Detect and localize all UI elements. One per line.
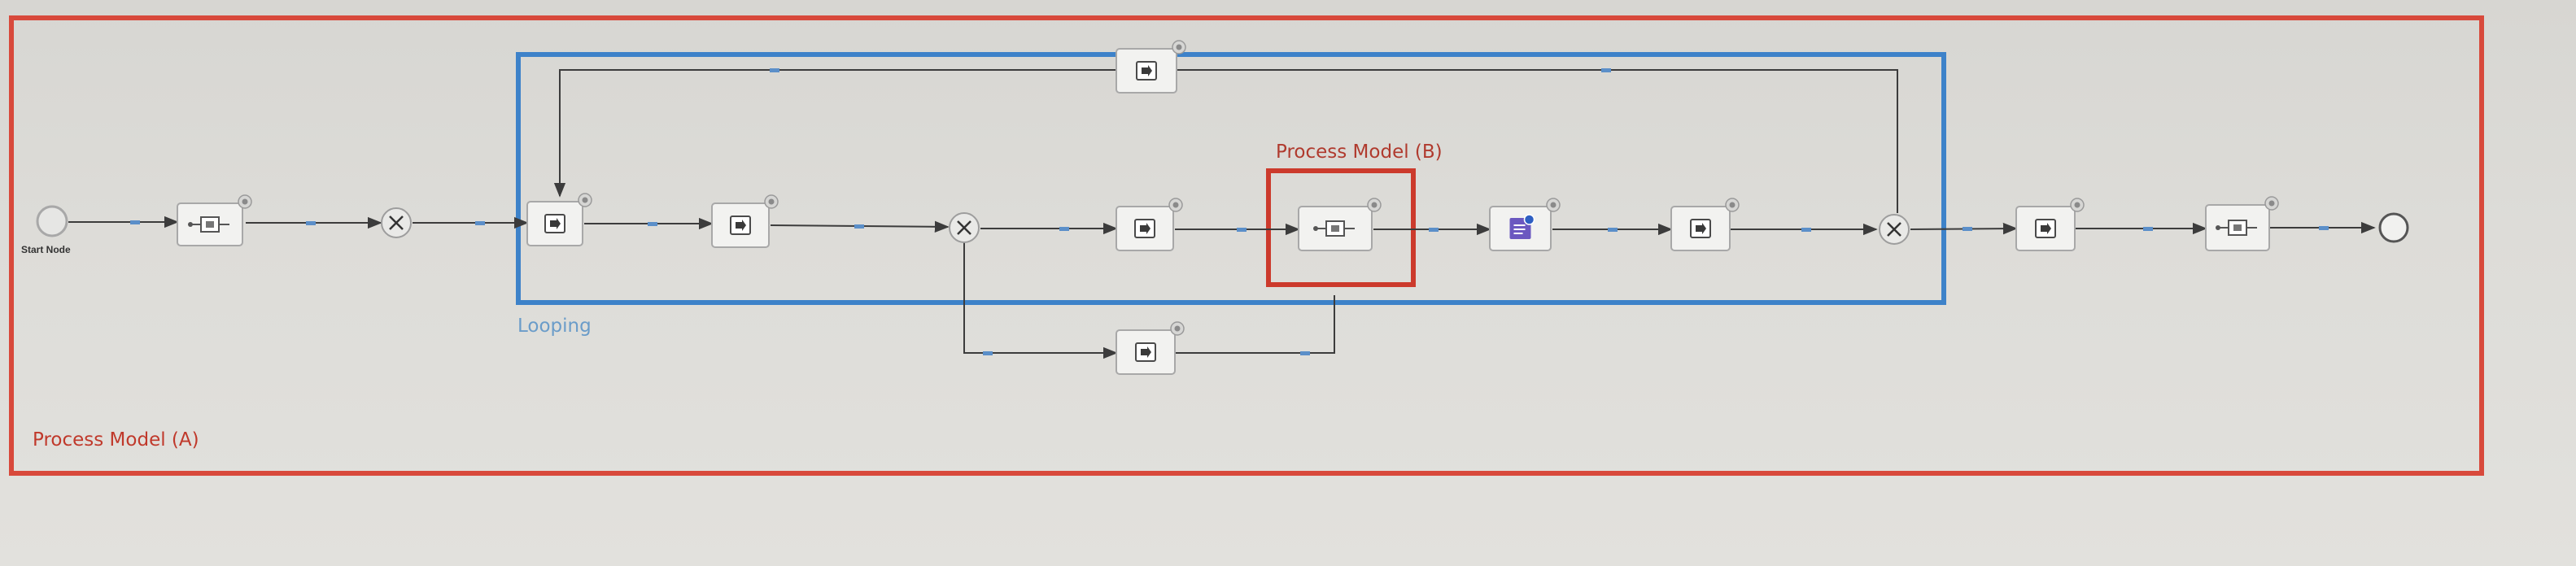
activity-nodes xyxy=(177,40,2279,375)
script-icon xyxy=(1509,214,1535,239)
task-icon xyxy=(2035,219,2056,238)
task-loop-3[interactable] xyxy=(1116,198,1183,251)
gear-icon[interactable] xyxy=(2070,198,2085,212)
task-icon xyxy=(1134,219,1155,238)
gateway-3[interactable] xyxy=(1879,214,1910,245)
start-node-label: Start Node xyxy=(21,244,71,255)
script-task[interactable] xyxy=(1489,198,1561,251)
looping-label: Looping xyxy=(517,316,592,337)
process-model-a-frame xyxy=(9,15,2484,476)
gear-icon[interactable] xyxy=(1170,321,1185,336)
task-loop-4[interactable] xyxy=(1670,198,1740,251)
gear-icon[interactable] xyxy=(238,194,252,209)
task-icon xyxy=(730,216,751,235)
x-gateway-icon xyxy=(1887,222,1901,237)
task-icon xyxy=(1135,342,1156,362)
task-loopback[interactable] xyxy=(1116,40,1186,94)
gear-icon[interactable] xyxy=(1546,198,1561,212)
gear-icon[interactable] xyxy=(2264,196,2279,211)
subprocess-2[interactable] xyxy=(2205,196,2279,251)
task-loop-2[interactable] xyxy=(711,194,779,248)
edge-markers xyxy=(130,68,2329,355)
gateway-1[interactable] xyxy=(381,207,412,238)
gateway-2[interactable] xyxy=(949,212,980,243)
gear-icon[interactable] xyxy=(1168,198,1183,212)
gear-icon[interactable] xyxy=(1172,40,1186,54)
subprocess-icon xyxy=(188,216,229,233)
gear-icon[interactable] xyxy=(1367,198,1382,212)
end-node[interactable] xyxy=(2378,212,2409,243)
start-node[interactable] xyxy=(36,205,68,237)
subprocess-icon xyxy=(1313,220,1355,237)
task-loop-1[interactable] xyxy=(526,193,592,246)
gear-icon[interactable] xyxy=(764,194,779,209)
process-model-a-label: Process Model (A) xyxy=(33,429,199,451)
x-gateway-icon xyxy=(957,220,971,235)
task-5[interactable] xyxy=(2015,198,2085,251)
x-gateway-icon xyxy=(389,216,404,230)
flow-bypass[interactable] xyxy=(963,242,1118,359)
process-model-b-label: Process Model (B) xyxy=(1276,142,1443,163)
task-bypass[interactable] xyxy=(1116,321,1185,375)
looping-frame xyxy=(516,52,1946,305)
process-model-b-frame xyxy=(1266,168,1416,287)
subprocess-1[interactable] xyxy=(177,194,252,246)
gear-icon[interactable] xyxy=(578,193,592,207)
task-icon xyxy=(1136,61,1157,81)
task-icon xyxy=(544,214,565,233)
flow-bypass-return[interactable] xyxy=(1175,295,1335,354)
task-icon xyxy=(1690,219,1711,238)
subprocess-b[interactable] xyxy=(1298,198,1382,251)
gear-icon[interactable] xyxy=(1725,198,1740,212)
subprocess-icon xyxy=(2216,220,2257,236)
flow-loopback[interactable] xyxy=(553,69,1898,213)
